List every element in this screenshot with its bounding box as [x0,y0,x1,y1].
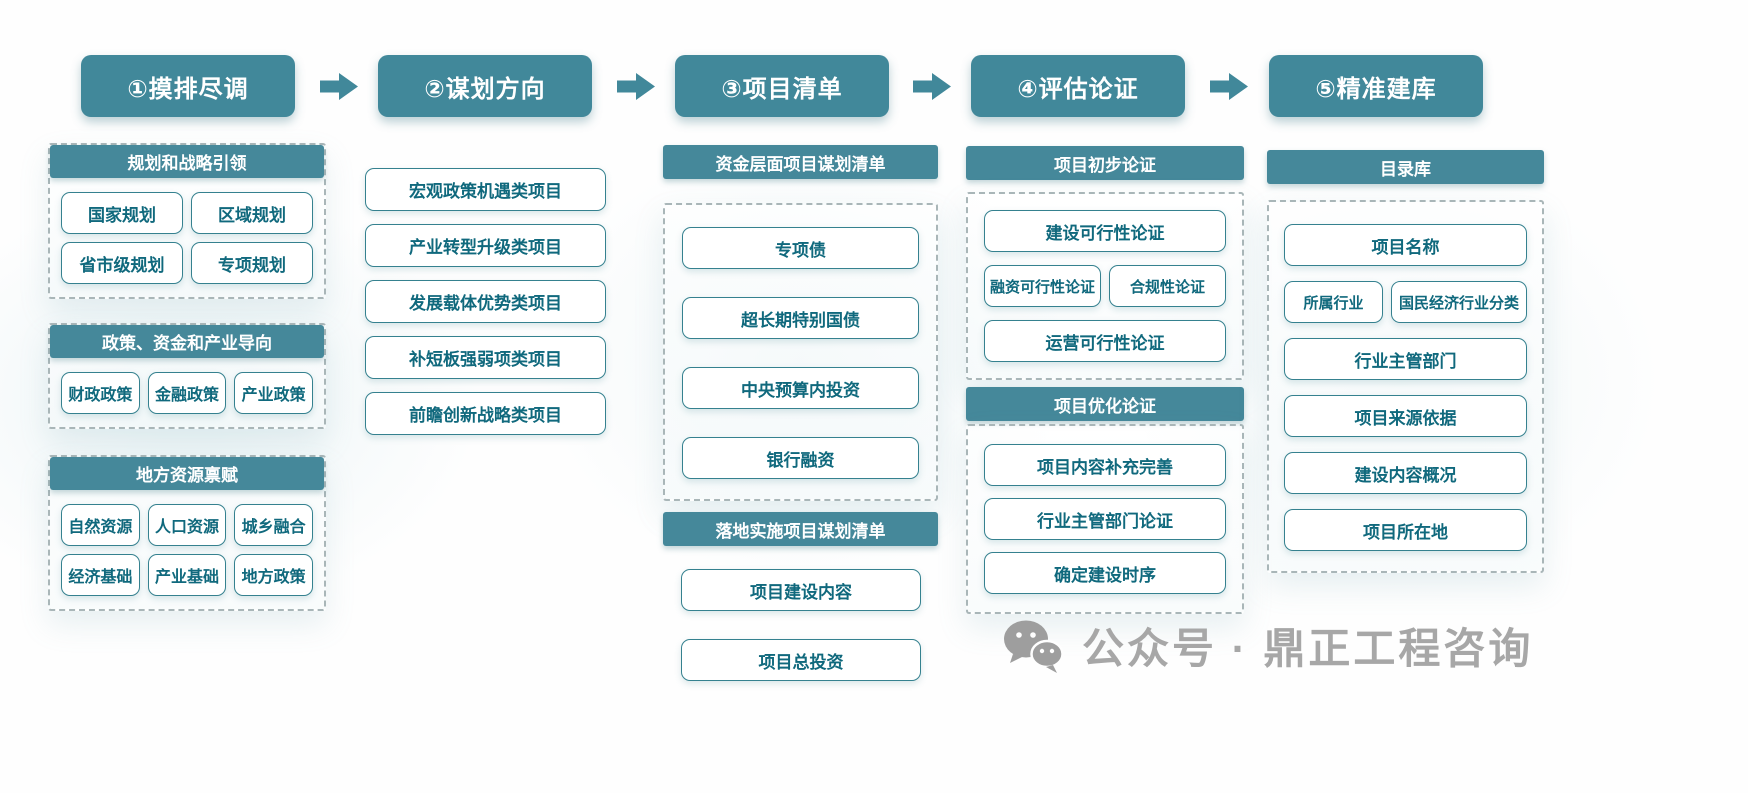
group-grid: 国家规划区域规划省市级规划专项规划 [61,192,313,284]
catalog-library-header: 目录库 [1267,150,1544,184]
item-box: 项目来源依据 [1284,395,1527,437]
arrow-right-icon [320,73,358,100]
box-row: 建设可行性论证 [984,210,1226,252]
item-box: 建设内容概况 [1284,452,1527,494]
item-box: 区域规划 [191,192,313,234]
item-box: 建设可行性论证 [984,210,1226,252]
step-box-2: ②谋划方向 [378,55,592,117]
item-box: 产业政策 [234,372,313,414]
item-box: 项目所在地 [1284,509,1527,551]
item-box: 所属行业 [1284,281,1384,323]
item-box: 宏观政策机遇类项目 [365,168,606,211]
item-box: 国民经济行业分类 [1391,281,1527,323]
box-row: 运营可行性论证 [984,320,1226,362]
item-box: 行业主管部门 [1284,338,1527,380]
box-row: 项目所在地 [1284,509,1527,551]
item-box: 财政政策 [61,372,140,414]
funding-list-header: 资金层面项目谋划清单 [663,145,938,179]
item-box: 城乡融合 [234,504,313,546]
step-box-1: ①摸排尽调 [81,55,295,117]
item-box: 发展载体优势类项目 [365,280,606,323]
catalog-library-group: 项目名称所属行业国民经济行业分类行业主管部门项目来源依据建设内容概况项目所在地 [1267,200,1544,573]
arrow-right-icon [617,73,655,100]
box-row: 项目名称 [1284,224,1527,266]
item-box: 超长期特别国债 [682,297,919,339]
box-row: 建设内容概况 [1284,452,1527,494]
item-box: 前瞻创新战略类项目 [365,392,606,435]
item-box: 项目名称 [1284,224,1527,266]
group-header: 地方资源禀赋 [50,457,324,490]
watermark-text: 公众号 · 鼎正工程咨询 [1082,625,1534,672]
step-box-5: ⑤精准建库 [1269,55,1483,117]
item-box: 地方政策 [234,554,313,596]
col1-group-1: 规划和战略引领国家规划区域规划省市级规划专项规划 [48,143,326,299]
item-box: 自然资源 [61,504,140,546]
item-box: 合规性论证 [1109,265,1226,307]
box-row: 行业主管部门 [1284,338,1527,380]
item-box: 经济基础 [61,554,140,596]
col1-group-2: 政策、资金和产业导向财政政策金融政策产业政策 [48,323,326,429]
item-box: 国家规划 [61,192,183,234]
item-box: 金融政策 [147,372,227,414]
col1-group-3: 地方资源禀赋自然资源人口资源城乡融合经济基础产业基础地方政策 [48,455,326,611]
arrow-right-icon [913,73,951,100]
initial-review-header: 项目初步论证 [966,146,1244,180]
item-box: 人口资源 [147,504,227,546]
item-box: 中央预算内投资 [682,367,919,409]
box-row: 所属行业国民经济行业分类 [1284,281,1527,323]
group-header: 规划和战略引领 [50,145,324,178]
item-box: 产业转型升级类项目 [365,224,606,267]
item-box: 银行融资 [682,437,919,479]
box-row: 融资可行性论证合规性论证 [984,265,1226,307]
item-box: 项目建设内容 [681,569,921,611]
box-row: 项目来源依据 [1284,395,1527,437]
step-box-3: ③项目清单 [675,55,889,117]
item-box: 行业主管部门论证 [984,498,1226,540]
funding-list-group: 专项债超长期特别国债中央预算内投资银行融资 [663,203,938,501]
item-box: 项目内容补充完善 [984,444,1226,486]
wechat-icon [1004,620,1064,673]
implementation-list-group: 项目建设内容项目总投资 [681,569,921,681]
implementation-list-header: 落地实施项目谋划清单 [663,512,938,546]
arrow-right-icon [1210,73,1248,100]
optimization-review-group: 项目内容补充完善行业主管部门论证确定建设时序 [966,424,1244,614]
group-grid: 财政政策金融政策产业政策 [61,372,313,414]
group-header: 政策、资金和产业导向 [50,325,324,358]
group-grid: 自然资源人口资源城乡融合经济基础产业基础地方政策 [61,504,313,596]
item-box: 专项债 [682,227,919,269]
item-box: 省市级规划 [61,242,183,284]
item-box: 专项规划 [191,242,313,284]
item-box: 融资可行性论证 [984,265,1101,307]
item-box: 补短板强弱项类项目 [365,336,606,379]
watermark: 公众号 · 鼎正工程咨询 [1000,615,1533,676]
column-planning-direction: 宏观政策机遇类项目产业转型升级类项目发展载体优势类项目补短板强弱项类项目前瞻创新… [365,168,606,435]
optimization-review-header: 项目优化论证 [966,387,1244,421]
item-box: 项目总投资 [681,639,921,681]
item-box: 运营可行性论证 [984,320,1226,362]
initial-review-group: 建设可行性论证融资可行性论证合规性论证运营可行性论证 [966,192,1244,380]
item-box: 产业基础 [147,554,227,596]
item-box: 确定建设时序 [984,552,1226,594]
step-box-4: ④评估论证 [971,55,1185,117]
